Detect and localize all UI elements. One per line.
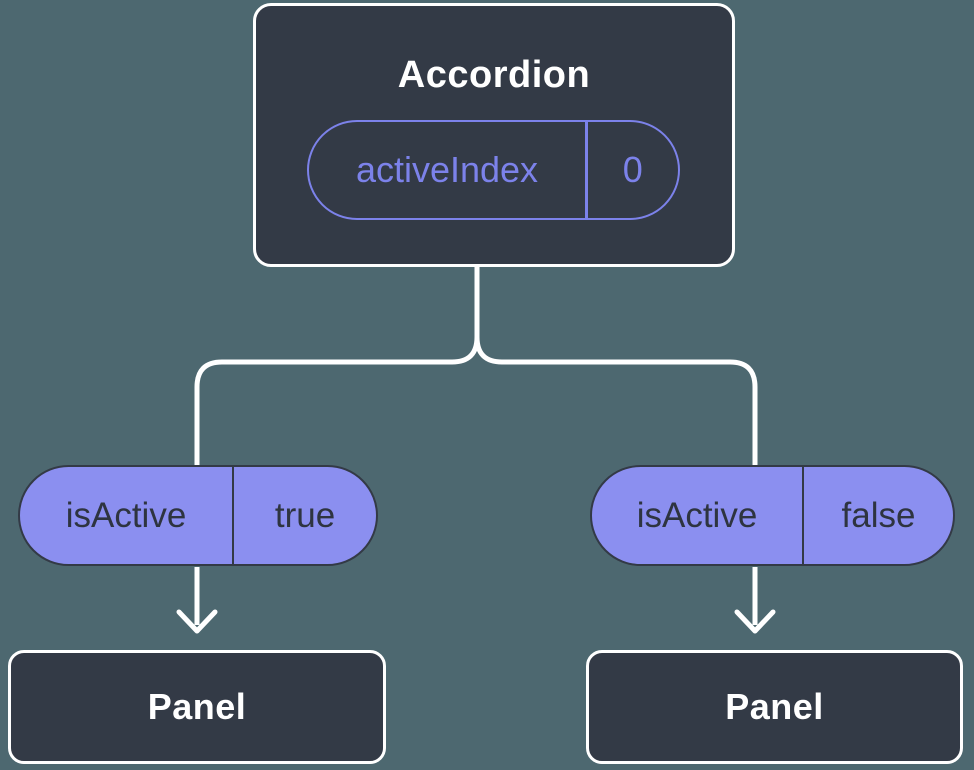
state-value-label: false xyxy=(841,495,916,535)
arrow-right-head-icon xyxy=(734,609,776,634)
active-index-prop-pill: activeIndex 0 xyxy=(307,120,680,220)
state-name-label: isActive xyxy=(636,495,758,535)
state-pill-divider xyxy=(802,467,804,564)
connector-right-branch xyxy=(474,265,758,467)
panel-node-right: Panel xyxy=(586,650,963,764)
panel-node-left: Panel xyxy=(8,650,386,764)
is-active-false-pill: isActive false xyxy=(590,465,955,566)
arrow-left-head-icon xyxy=(176,609,218,634)
prop-pill-divider xyxy=(585,122,588,218)
state-pill-divider xyxy=(232,467,234,564)
prop-value-label: 0 xyxy=(622,149,643,190)
panel-node-title: Panel xyxy=(725,686,824,727)
connector-left-branch xyxy=(194,265,480,467)
accordion-node-title: Accordion xyxy=(397,54,591,96)
is-active-true-pill: isActive true xyxy=(18,465,378,566)
prop-name-label: activeIndex xyxy=(355,149,539,190)
state-name-label: isActive xyxy=(65,495,187,535)
panel-node-title: Panel xyxy=(147,686,247,727)
accordion-node: Accordion activeIndex 0 xyxy=(253,3,735,267)
state-value-label: true xyxy=(274,495,336,535)
